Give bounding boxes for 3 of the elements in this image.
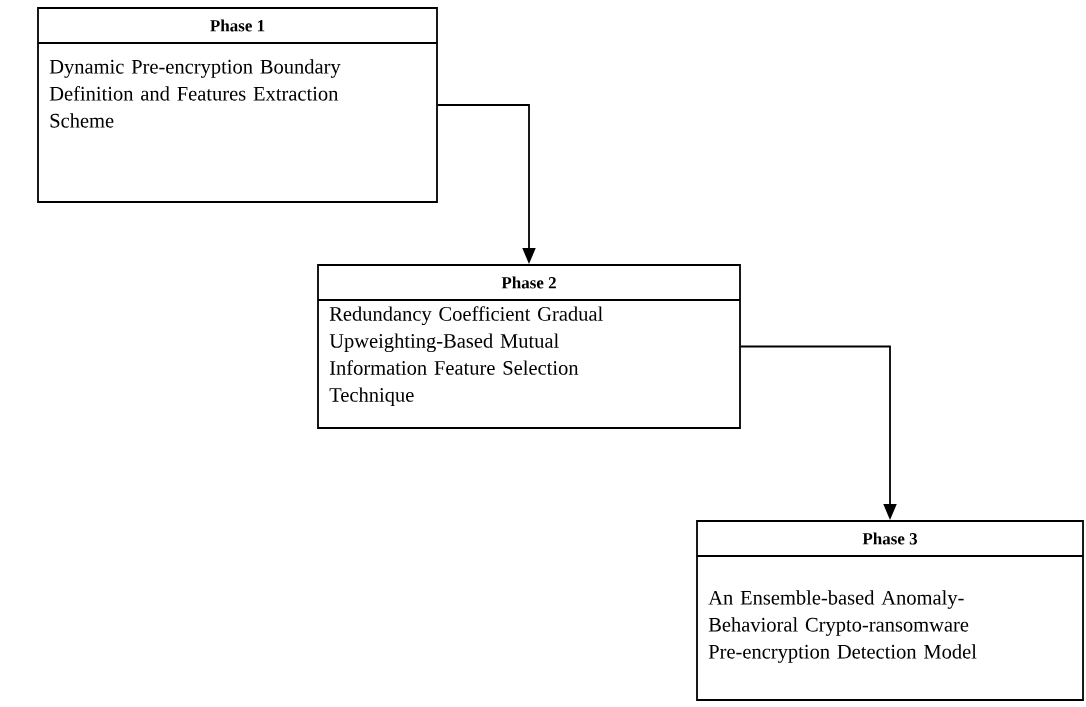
phase-box: Phase 3 An Ensemble-based Anomaly-Behavioral Crypto-ransomware Pre-encryption Detection Model xyxy=(696,520,1084,701)
phase-box: Phase 1 Dynamic Pre-encryption Boundary Definition and Features Extraction Scheme xyxy=(37,7,438,203)
phase-box: Phase 2 Redundancy Coefficient Gradual Upweighting-Based Mutual Information Feature Selection Technique xyxy=(317,264,741,429)
